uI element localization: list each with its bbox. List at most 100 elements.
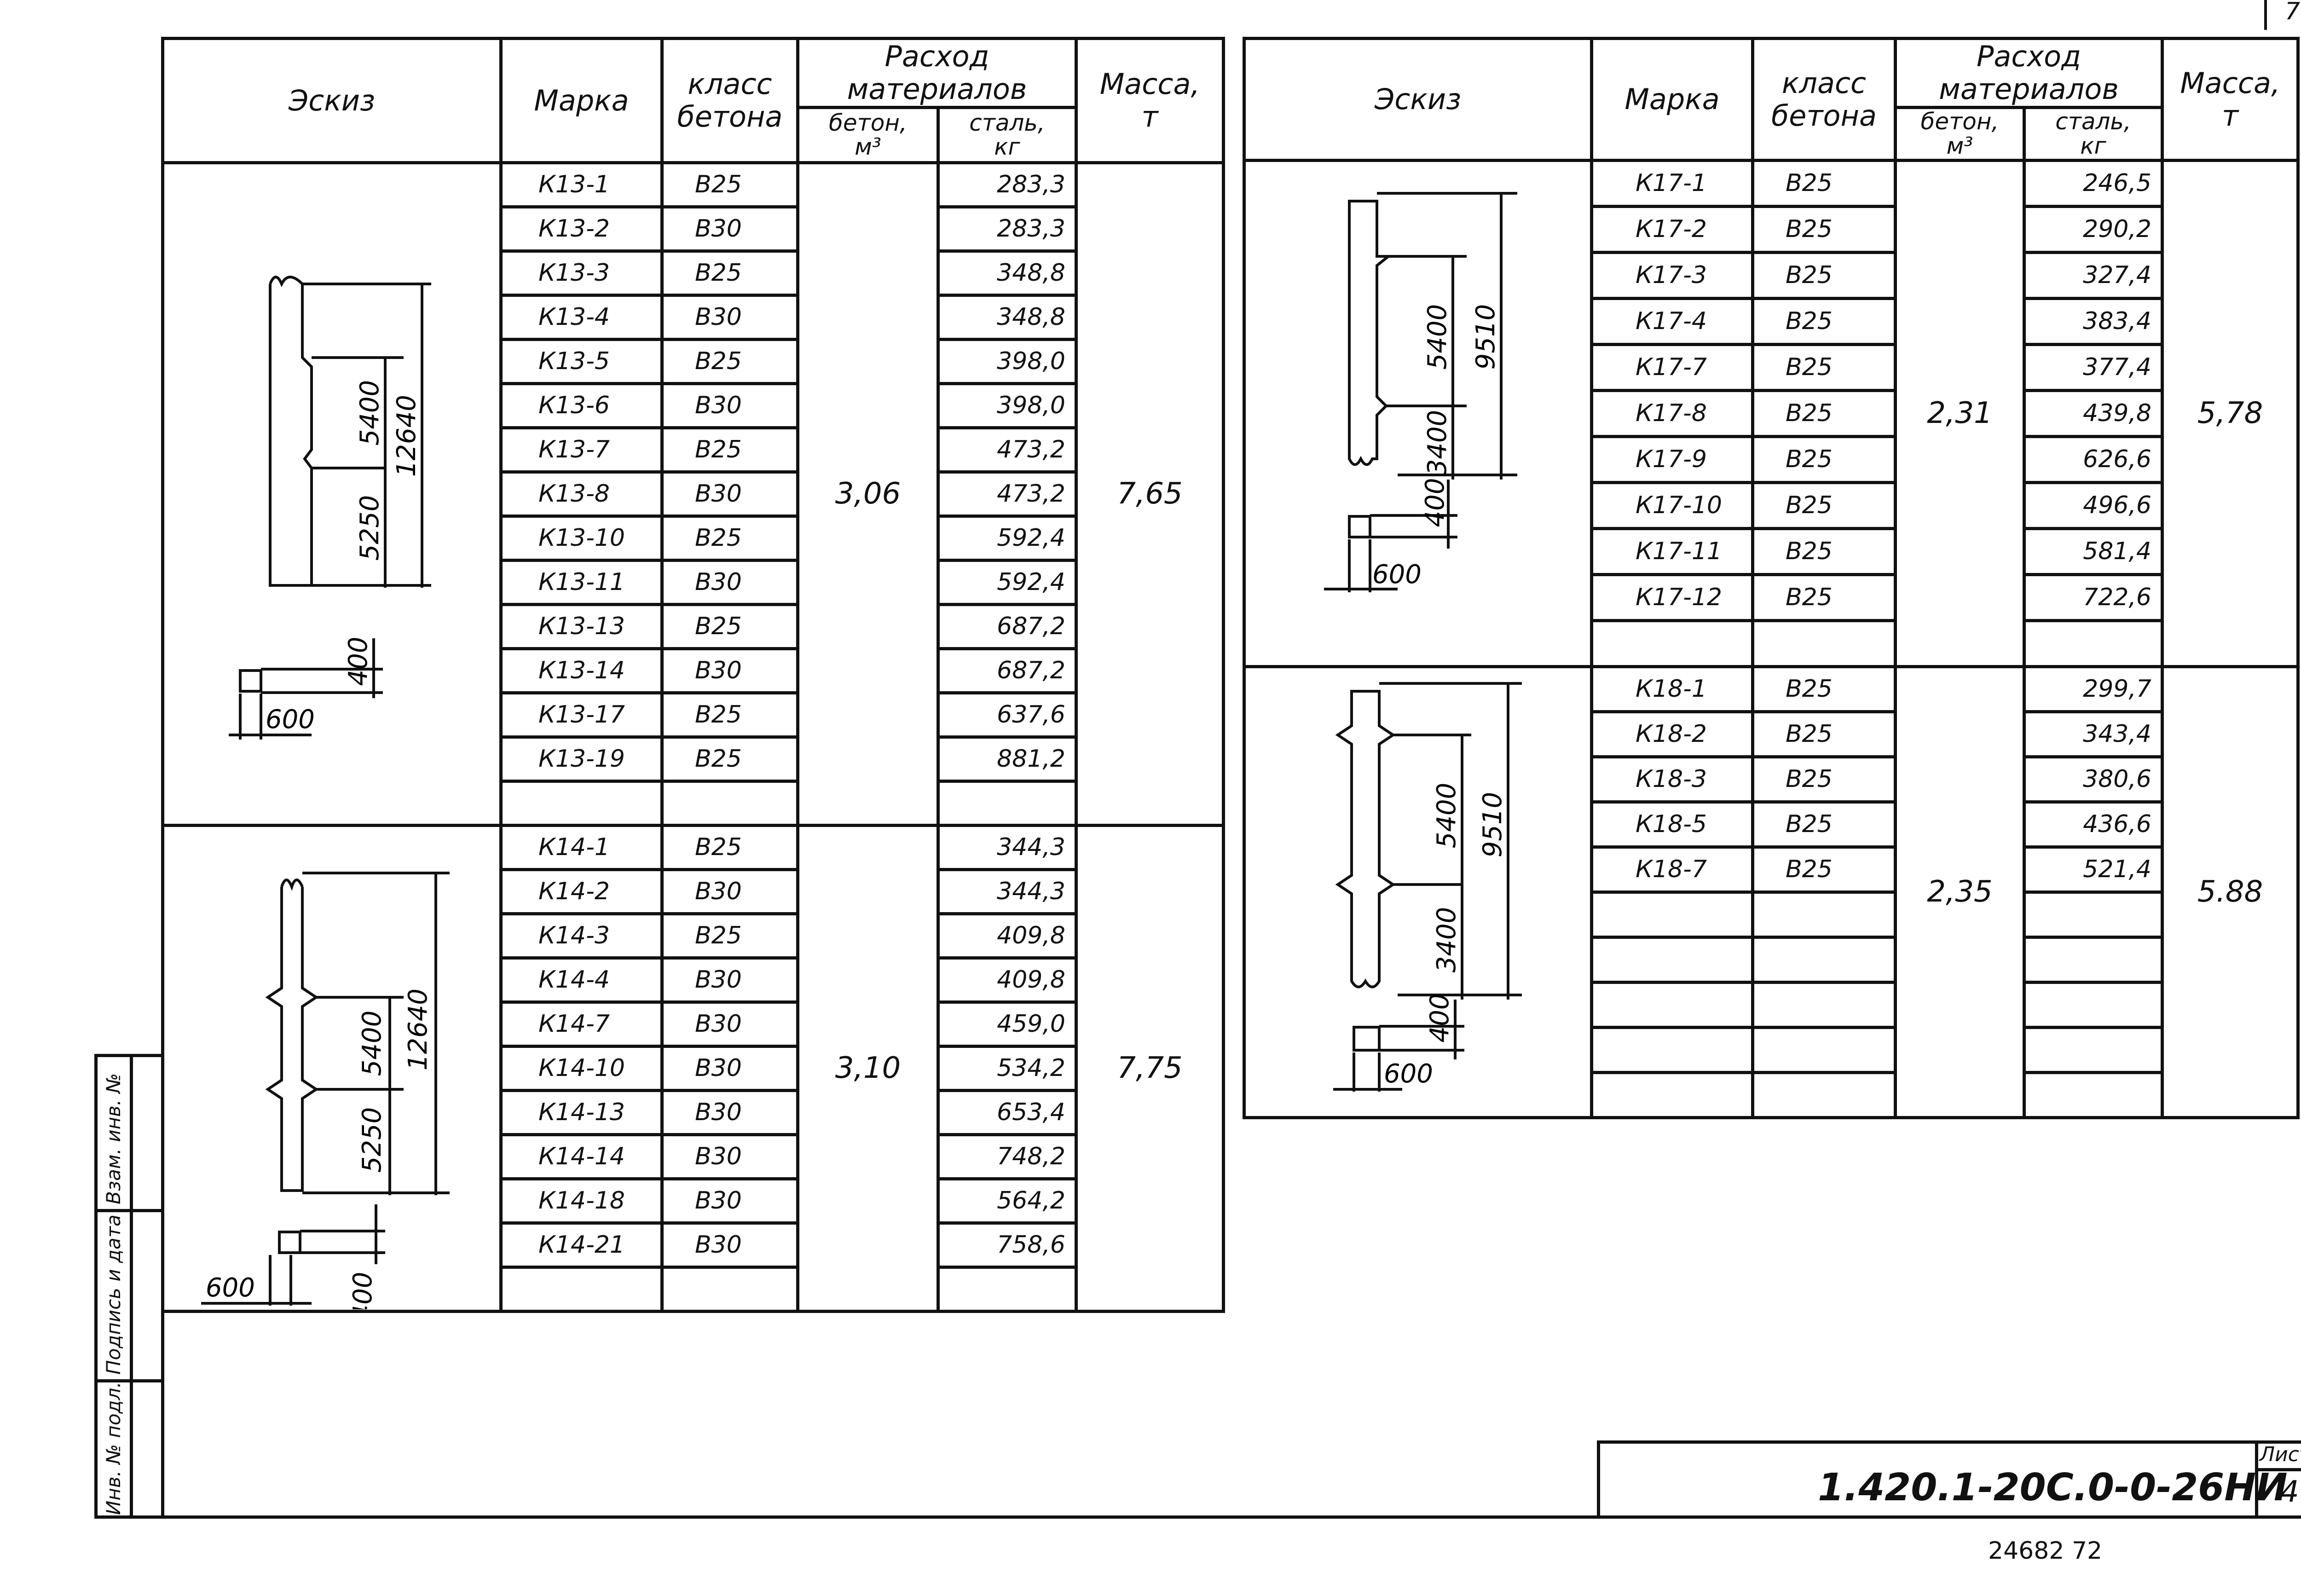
mark-cell: К14-2 [499, 867, 664, 915]
mark-cell: К17-7 [1590, 342, 1754, 392]
mark-cell: К13-10 [499, 514, 664, 562]
mass-cell: 5.88 [2161, 665, 2300, 1119]
steel-cell: 398,0 [937, 382, 1078, 429]
header-consumption-line2: материалов [1939, 72, 2119, 106]
mark-cell: К17-4 [1590, 296, 1754, 346]
steel-cell: 398,0 [937, 337, 1078, 385]
left-stamp-label: Инв. № подл. [102, 1382, 125, 1515]
column-outline [1333, 682, 1522, 1092]
class-cell: В30 [660, 1133, 799, 1180]
mark-cell: К17-3 [1590, 250, 1754, 300]
header-mass-line2: т [2221, 98, 2239, 133]
steel-cell: 299,7 [2023, 665, 2164, 713]
class-cell: В25 [1751, 204, 1897, 254]
document-code: 1.420.1-20С.0-0-26НИ [1818, 1466, 2288, 1509]
dim-upper: 5400 [1432, 783, 1462, 849]
class-cell [1751, 980, 1897, 1029]
table-row [163, 779, 1224, 827]
header-steel-line1: сталь, [2055, 108, 2131, 135]
mass-cell: 7,75 [1075, 823, 1225, 1313]
mark-cell [499, 779, 664, 827]
header-consumption-line1: Расход [885, 40, 989, 73]
class-cell: В25 [660, 249, 799, 297]
mark-cell: К17-8 [1590, 388, 1754, 438]
sheet-divider [2255, 1468, 2301, 1471]
class-cell [1751, 935, 1897, 984]
header-concrete-line1: бетон, [1920, 108, 1999, 135]
class-cell: В25 [1751, 434, 1897, 484]
steel-cell: 473,2 [937, 426, 1078, 474]
class-cell: В25 [660, 337, 799, 385]
mark-cell: К17-9 [1590, 434, 1754, 484]
steel-cell: 687,2 [937, 602, 1078, 650]
steel-cell: 722,6 [2023, 572, 2164, 622]
mark-cell: К17-11 [1590, 526, 1754, 576]
steel-cell [937, 1265, 1078, 1313]
dim-total: 9510 [1478, 792, 1508, 858]
header-steel: сталь, кг [2023, 105, 2164, 162]
class-cell: В25 [660, 514, 799, 562]
header-consumption: Расход материалов [1894, 37, 2164, 109]
mark-cell: К14-4 [499, 956, 664, 1004]
left-stamp-divider [98, 1379, 161, 1382]
header-mass-line1: Масса, [2180, 66, 2280, 100]
mark-cell: К13-5 [499, 337, 664, 385]
header-concrete-line1: бетон, [829, 109, 907, 136]
mark-cell: К17-2 [1590, 204, 1754, 254]
mark-cell [1590, 890, 1754, 939]
steel-cell: 748,2 [937, 1133, 1078, 1180]
left-stamp-label: Подпись и дата [102, 1214, 125, 1375]
header-class: класс бетона [660, 37, 799, 164]
left-stamp-col [98, 1057, 133, 1515]
dim-section-width: 600 [266, 705, 315, 734]
steel-cell: 409,8 [937, 956, 1078, 1004]
class-cell: В25 [660, 912, 799, 960]
class-cell: В30 [660, 867, 799, 915]
dim-lower: 3400 [1422, 410, 1452, 476]
class-cell: В25 [660, 426, 799, 474]
class-cell: В25 [1751, 250, 1897, 300]
header-class-line2: бетона [677, 100, 783, 134]
class-cell: В30 [660, 1221, 799, 1269]
steel-cell: 521,4 [2023, 845, 2164, 894]
mark-cell: К13-8 [499, 470, 664, 518]
class-cell: В25 [1751, 665, 1897, 713]
dim-section-width: 600 [1384, 1059, 1433, 1089]
class-cell [1751, 619, 1897, 668]
mark-cell [1590, 619, 1754, 668]
mark-cell [1590, 1025, 1754, 1074]
mark-cell: К14-3 [499, 912, 664, 960]
dim-upper: 5400 [357, 1011, 387, 1076]
mark-cell: К14-21 [499, 1221, 664, 1269]
materials-table-right: Эскиз Марка класс бетона Расход материал… [1243, 37, 2300, 1119]
class-cell [1751, 1070, 1897, 1119]
steel-cell [937, 779, 1078, 827]
steel-cell [2023, 1070, 2164, 1119]
header-sketch: Эскиз [161, 37, 503, 164]
header-class-line2: бетона [1771, 98, 1877, 133]
header-consumption: Расход материалов [796, 37, 1078, 109]
concrete-cell: 3,10 [796, 823, 940, 1313]
steel-cell: 348,8 [937, 249, 1078, 297]
header-steel-line1: сталь, [969, 109, 1045, 136]
steel-cell: 473,2 [937, 470, 1078, 518]
